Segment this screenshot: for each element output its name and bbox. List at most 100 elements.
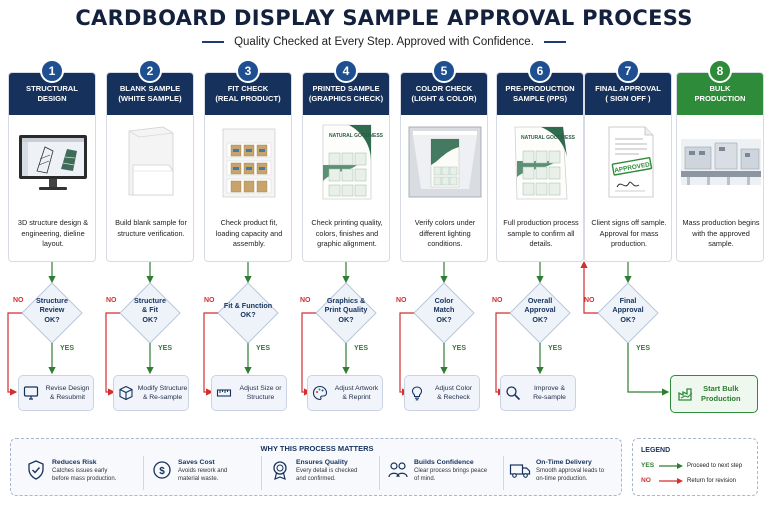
product-fit-illustration (222, 128, 276, 198)
palette-icon (312, 385, 328, 401)
printed-display-illustration: NATURAL GOODNESS (322, 124, 384, 200)
why-item-line: Clear process brings peace (414, 468, 488, 474)
stage-description: Client signs off sample. Approval for ma… (591, 218, 667, 249)
why-item-line: Avoids rework and (178, 468, 228, 474)
decision-graphics-print: Graphics & Print Quality OK? (318, 296, 374, 324)
decision-line: Structure (36, 296, 68, 305)
decision-line: OK? (436, 314, 452, 324)
decision-structure-fit: Structure & Fit OK? (122, 296, 178, 324)
stage-subtitle: SAMPLE (PPS) (512, 94, 567, 103)
cad-monitor-illustration (19, 135, 87, 190)
revision-modify-structure: Modify Structure& Re-sample (113, 375, 189, 411)
brand-text: NATURAL GOODNESS (329, 133, 384, 139)
step-badge-5: 5 (432, 59, 456, 83)
no-label: NO (204, 297, 215, 304)
no-return-arrow (580, 260, 598, 314)
legend-yes-key: YES (641, 462, 655, 469)
yes-label: YES (452, 345, 467, 352)
step-badge-3: 3 (236, 59, 260, 83)
stage-title: BULK (709, 83, 731, 93)
revision-adjust-size: Adjust Size or Structure (211, 375, 287, 411)
approved-document-illustration: APPROVED (608, 126, 654, 198)
no-label: NO (584, 297, 595, 304)
why-item-title: Builds Confidence (414, 459, 474, 466)
decision-fit-function: Fit & Function OK? (220, 301, 276, 320)
stage-subtitle: ( SIGN OFF ) (605, 94, 651, 103)
stage-printed-sample: PRINTED SAMPLE (GRAPHICS CHECK) NATURAL … (302, 72, 390, 262)
no-label: NO (492, 297, 503, 304)
why-item-title: Ensures Quality (296, 459, 348, 466)
step-badge-1: 1 (40, 59, 64, 83)
stage-description: Build blank sample for structure verific… (115, 218, 187, 238)
why-item-line: and confirmed. (296, 476, 336, 483)
revision-line: Structure (246, 394, 275, 401)
yes-label: YES (158, 345, 173, 352)
step-badge-2: 2 (138, 59, 162, 83)
legend-title: LEGEND (641, 447, 671, 454)
divider (143, 456, 144, 490)
subtitle-rule-left (202, 41, 225, 43)
decision-line: OK? (620, 314, 636, 324)
decision-line: OK? (532, 314, 548, 324)
yes-arrow-to-bulk (627, 343, 670, 396)
brand-text: NATURAL GOODNESS (521, 135, 576, 141)
stage-description: Check printing quality, colors, finishes… (311, 218, 383, 249)
revision-line: & Recheck (437, 394, 470, 401)
decision-line: Approval (524, 305, 556, 315)
decision-final-approval: Final Approval OK? (600, 296, 656, 324)
subtitle-row: Quality Checked at Every Step. Approved … (0, 36, 768, 48)
legend-yes-row: YES Proceed to next step (641, 462, 742, 469)
decision-structure-review: Structure Review OK? (24, 296, 80, 324)
revision-line: & Reprint (342, 394, 371, 401)
decision-line: & Fit (142, 305, 158, 315)
why-item-line: material waste. (178, 476, 219, 483)
why-item-title: Reduces Risk (52, 459, 97, 466)
stage-title: FINAL APPROVAL (595, 83, 661, 93)
no-return-arrow (7, 312, 22, 396)
revision-line: Adjust Size or (239, 384, 282, 392)
team-icon (388, 462, 408, 478)
revision-improve: Improve &Re-sample (500, 375, 576, 411)
decision-line: OK? (338, 314, 354, 324)
revision-line: Modify Structure (137, 384, 188, 392)
yes-label: YES (548, 345, 563, 352)
decision-line: Review (39, 305, 65, 315)
step-badge-7: 7 (616, 59, 640, 83)
legend-panel: LEGEND YES Proceed to next step NO Retur… (632, 438, 758, 496)
award-badge-icon (273, 461, 287, 480)
subtitle-rule-right (543, 41, 566, 43)
no-label: NO (396, 297, 407, 304)
start-bulk-line: Production (701, 394, 741, 403)
stage-subtitle: PRODUCTION (694, 94, 746, 103)
stage-final-approval: FINAL APPROVAL ( SIGN OFF ) APPROVED Cli… (584, 72, 672, 262)
revision-line: Improve & (534, 384, 565, 392)
decision-line: OK? (44, 314, 60, 324)
why-item-title: Saves Cost (178, 459, 215, 466)
stage-subtitle: (GRAPHICS CHECK) (308, 94, 384, 103)
decision-line: Final (619, 296, 637, 305)
stage-description: Mass production begins with the approved… (682, 218, 760, 249)
revision-line: Adjust Color (434, 384, 473, 392)
legend-green-arrow (659, 462, 683, 469)
decision-line: Approval (612, 305, 644, 315)
no-label: NO (106, 297, 117, 304)
magnifier-icon (506, 386, 521, 401)
start-bulk-line: Start Bulk (703, 383, 739, 393)
no-return-arrow (203, 312, 218, 396)
revision-adjust-color: Adjust Color & Recheck (404, 375, 480, 411)
divider (261, 456, 262, 490)
no-label: NO (300, 297, 311, 304)
stage-description: 3D structure design & engineering, dieli… (17, 218, 89, 249)
no-return-arrow (301, 312, 316, 396)
stage-title: STRUCTURAL DESIGN (26, 83, 78, 103)
why-item-line: Catches issues early (52, 468, 108, 474)
stage-fit-check: FIT CHECK (REAL PRODUCT) Check product f… (204, 72, 292, 262)
step-badge-4: 4 (334, 59, 358, 83)
bulb-icon (411, 386, 423, 401)
decision-line: Structure (134, 296, 166, 305)
